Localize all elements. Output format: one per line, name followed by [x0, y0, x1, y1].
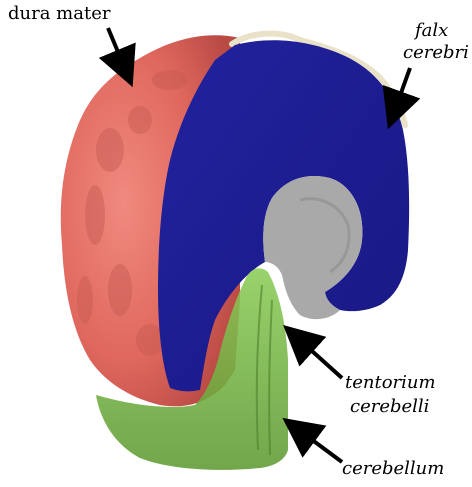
label-falx-line2: cerebri [403, 42, 469, 64]
arrow-tentorium-cerebelli [292, 333, 342, 378]
arrow-dura-mater [108, 28, 128, 76]
label-tentorium-line1: tentorium [345, 372, 436, 394]
arrow-cerebellum [292, 425, 342, 462]
label-dura-mater: dura mater [8, 3, 110, 25]
label-falx-line1: falx [415, 20, 448, 42]
label-tentorium-line2: cerebelli [350, 396, 429, 418]
label-cerebellum: cerebellum [342, 458, 444, 480]
